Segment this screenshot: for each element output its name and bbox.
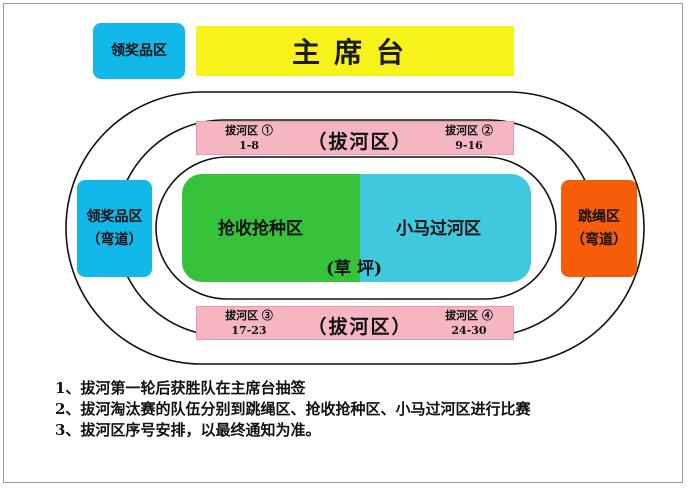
tug-lane-top-title: （拔河区）: [307, 131, 413, 153]
note-item: 3、拔河区序号安排，以最终通知为准。: [55, 421, 321, 439]
prize-area-top: 领奖品区: [93, 23, 185, 79]
tug-zone-3-range: 17-23: [231, 323, 267, 337]
tug-zone-3-name: 拔河区 ③: [225, 309, 273, 322]
pony-crossing-area-label: 小马过河区: [396, 219, 481, 239]
jump-rope-area-sub: （弯道）: [571, 231, 627, 248]
tug-zone-4-name: 拔河区 ④: [445, 309, 493, 322]
lawn-label: (草 坪): [326, 259, 383, 279]
pony-crossing-area: [360, 174, 531, 282]
notes-list: 1、拔河第一轮后获胜队在主席台抽签 2、拔河淘汰赛的队伍分别到跳绳区、抢收抢种区…: [55, 378, 530, 441]
track-outer-line: [65, 91, 645, 365]
tug-zone-4-range: 24-30: [451, 323, 487, 337]
tug-zone-2-name: 拔河区 ②: [445, 124, 493, 137]
main-stand-label: 主席台: [291, 36, 418, 69]
harvest-area: [182, 174, 360, 282]
tug-zone-1-range: 1-8: [239, 138, 259, 152]
harvest-area-label: 抢收抢种区: [218, 219, 303, 239]
tug-zone-2: 拔河区 ② 9-16: [429, 124, 509, 154]
jump-rope-area-label: 跳绳区: [578, 209, 620, 226]
tug-zone-3: 拔河区 ③ 17-23: [213, 309, 285, 339]
prize-area-curve: 领奖品区 （弯道）: [77, 180, 152, 277]
tug-zone-1-name: 拔河区 ①: [225, 124, 273, 137]
note-item: 1、拔河第一轮后获胜队在主席台抽签: [55, 379, 306, 397]
tug-zone-2-range: 9-16: [455, 138, 483, 152]
track-inner-line: [155, 156, 557, 300]
prize-area-curve-label: 领奖品区: [86, 209, 143, 226]
tug-zone-1: 拔河区 ① 1-8: [213, 124, 285, 154]
prize-area-top-label: 领奖品区: [111, 42, 167, 59]
tug-zone-4: 拔河区 ④ 24-30: [429, 309, 509, 339]
tug-lane-bottom-title: （拔河区）: [307, 316, 413, 338]
note-item: 2、拔河淘汰赛的队伍分别到跳绳区、抢收抢种区、小马过河区进行比赛: [55, 400, 531, 418]
tug-of-war-lane-top: 拔河区 ① 1-8 （拔河区） 拔河区 ② 9-16: [196, 121, 514, 155]
tug-of-war-lane-bottom: 拔河区 ③ 17-23 （拔河区） 拔河区 ④ 24-30: [196, 306, 514, 340]
prize-area-curve-sub: （弯道）: [86, 231, 143, 248]
jump-rope-area: 跳绳区 （弯道）: [561, 180, 637, 277]
main-stand: 主席台: [196, 26, 514, 76]
